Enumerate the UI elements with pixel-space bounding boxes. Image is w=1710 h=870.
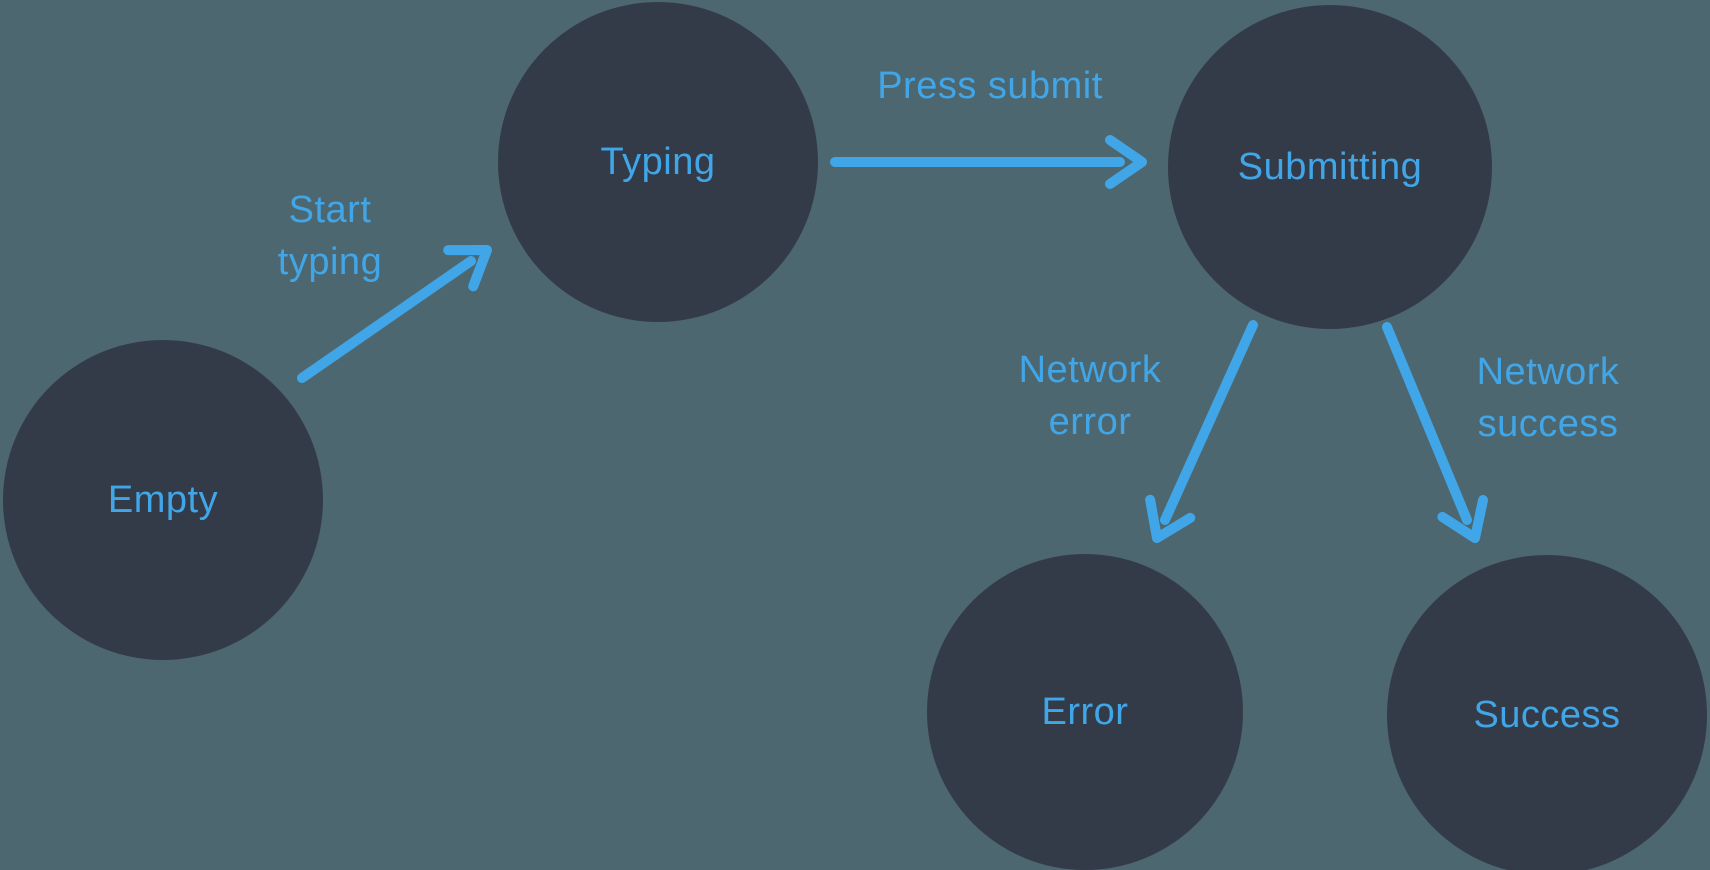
node-success: Success — [1387, 555, 1707, 870]
node-error-label: Error — [1041, 690, 1129, 733]
node-empty: Empty — [3, 340, 323, 660]
transition-label-network-error: Network error — [940, 344, 1240, 448]
arrow-start-typing — [297, 245, 492, 383]
arrow-head-icon — [443, 245, 492, 292]
arrow-network-success — [1382, 322, 1489, 543]
arrow-head-icon — [1105, 135, 1147, 189]
transition-label-line: Network — [1476, 351, 1620, 393]
arrow-head-icon — [1145, 494, 1196, 543]
transition-label-line: Start — [288, 189, 372, 231]
node-submitting: Submitting — [1168, 5, 1492, 329]
node-error: Error — [927, 554, 1243, 870]
transition-label-line: error — [1048, 401, 1132, 443]
transition-label-network-success: Network success — [1398, 346, 1698, 450]
node-typing: Typing — [498, 2, 818, 322]
transition-label-line: Press submit — [877, 65, 1103, 107]
arrow-head-icon — [1437, 495, 1489, 543]
transition-label-line: typing — [277, 241, 383, 283]
transition-label-line: success — [1477, 403, 1619, 445]
transition-label-line: Network — [1018, 349, 1162, 391]
node-typing-label: Typing — [600, 140, 716, 183]
arrow-press-submit — [830, 135, 1147, 189]
transition-label-press-submit: Press submit — [840, 60, 1140, 112]
node-success-label: Success — [1473, 693, 1621, 736]
node-submitting-label: Submitting — [1237, 145, 1423, 188]
arrow-network-error — [1145, 320, 1258, 543]
transition-label-start-typing: Start typing — [180, 184, 480, 288]
node-empty-label: Empty — [107, 478, 219, 521]
